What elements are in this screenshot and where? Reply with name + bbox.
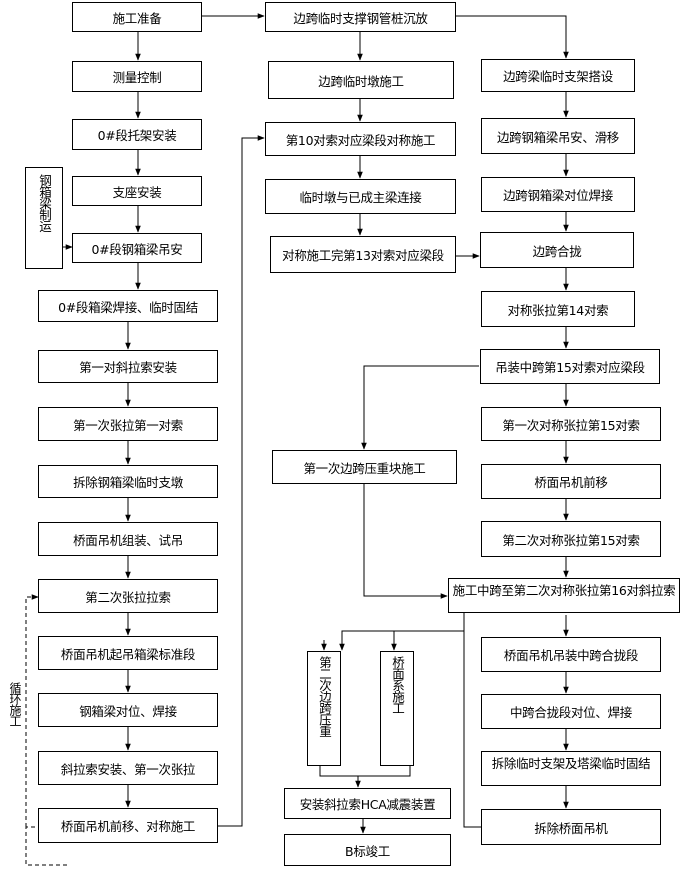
step-install-hca-damper: 安装斜拉索HCA减震装置 xyxy=(284,788,451,819)
step-10th-cable-segment: 第10对索对应梁段对称施工 xyxy=(265,122,456,156)
step-closure-align-weld: 中跨合拢段对位、焊接 xyxy=(481,694,661,729)
step-first-tension: 第一次张拉第一对索 xyxy=(38,407,218,441)
step-side-span-temp-pier: 边跨临时墩施工 xyxy=(268,61,454,99)
loop-label: 循环施工 xyxy=(8,682,22,726)
step-side-span-lift-slide: 边跨钢箱梁吊安、滑移 xyxy=(481,118,635,154)
side-steel-box-fabrication: 钢箱梁制运 xyxy=(25,167,63,269)
step-second-side-ballast: 第二次边跨压重 xyxy=(307,651,341,766)
step-deck-system: 桥面系施工 xyxy=(380,651,414,766)
step-side-span-support: 边跨梁临时支架搭设 xyxy=(481,59,635,92)
step-second-15th-tension: 第二次对称张拉第15对索 xyxy=(481,521,661,557)
step-crane-advance: 桥面吊机前移、对称施工 xyxy=(38,808,218,843)
arrow-l-to-m xyxy=(218,135,265,827)
step-b-section-complete: B标竣工 xyxy=(284,834,451,866)
line-r-to-hca xyxy=(463,631,481,828)
step-bracket-install: 0#段托架安装 xyxy=(72,119,202,150)
step-survey-control: 测量控制 xyxy=(72,61,202,92)
step-mid-span-closure-lift: 桥面吊机吊装中跨合拢段 xyxy=(481,637,661,672)
step-second-tension: 第二次张拉拉索 xyxy=(38,579,218,613)
step-0-segment-weld: 0#段箱梁焊接、临时固结 xyxy=(38,290,218,322)
step-lift-15th-segment: 吊装中跨第15对索对应梁段 xyxy=(480,349,660,384)
loop-up xyxy=(25,594,39,827)
step-remove-temp-support: 拆除临时支架及塔梁临时固结 xyxy=(481,751,661,786)
step-side-span-align-weld: 边跨钢箱梁对位焊接 xyxy=(481,177,635,212)
step-0-segment-lift: 0#段钢箱梁吊安 xyxy=(72,233,202,263)
step-bearing-install: 支座安装 xyxy=(72,176,202,206)
step-first-cable-install: 第一对斜拉索安装 xyxy=(38,350,218,383)
step-temp-pier-connect: 临时墩与已成主梁连接 xyxy=(265,179,456,214)
arrow-r-top xyxy=(456,15,569,59)
arrow-to-vboxes xyxy=(339,613,465,651)
step-construction-prep: 施工准备 xyxy=(72,2,202,32)
step-side-span-closure: 边跨合拢 xyxy=(480,232,634,268)
step-mid-span-16th: 施工中跨至第二次对称张拉第16对斜拉索 xyxy=(448,578,680,613)
step-side-span-pile: 边跨临时支撑钢管桩沉放 xyxy=(265,2,456,32)
step-14th-cable-tension: 对称张拉第14对索 xyxy=(481,291,635,327)
step-remove-temp-pier: 拆除钢箱梁临时支墩 xyxy=(38,465,218,498)
arrow-side-to-r xyxy=(363,484,448,599)
step-girder-align-weld: 钢箱梁对位、焊接 xyxy=(38,693,218,727)
step-remove-deck-crane: 拆除桥面吊机 xyxy=(481,809,661,845)
join-vboxes xyxy=(319,766,411,777)
step-cable-install-tension: 斜拉索安装、第一次张拉 xyxy=(38,751,218,785)
step-crane-forward: 桥面吊机前移 xyxy=(481,464,661,499)
arrow-r-to-side xyxy=(361,365,479,450)
step-crane-lift-standard: 桥面吊机起吊箱梁标准段 xyxy=(38,636,218,670)
step-first-15th-tension: 第一次对称张拉第15对索 xyxy=(481,407,661,441)
step-crane-assembly: 桥面吊机组装、试吊 xyxy=(38,522,218,556)
step-first-side-ballast: 第一次边跨压重块施工 xyxy=(272,450,457,484)
step-13th-cable-segment: 对称施工完第13对索对应梁段 xyxy=(270,236,456,273)
